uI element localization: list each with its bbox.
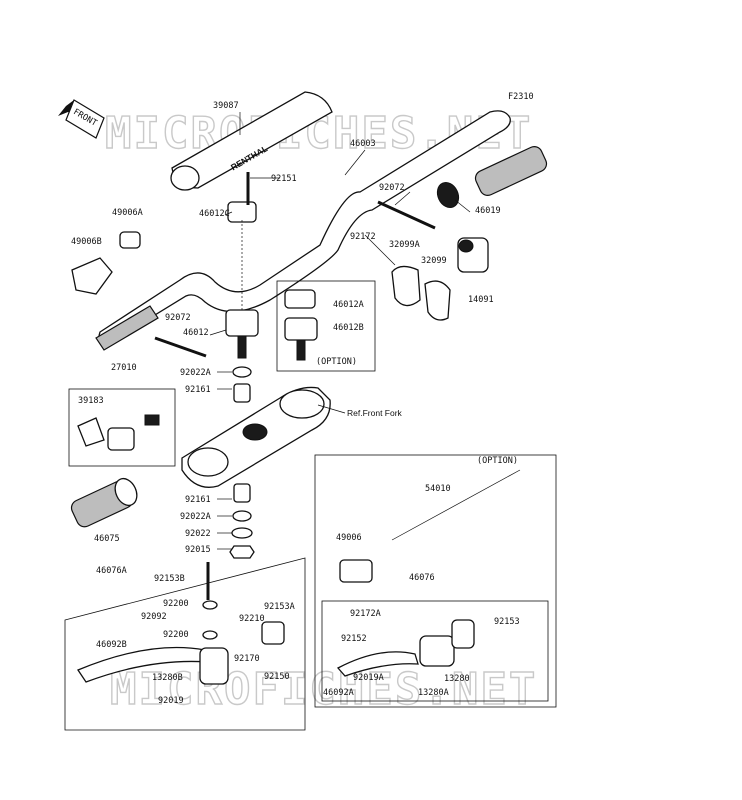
label-92019a: 92019A bbox=[353, 673, 384, 683]
label-32099: 32099 bbox=[421, 256, 447, 266]
throttle-housing bbox=[457, 237, 489, 273]
washer-92022 bbox=[231, 527, 253, 539]
label-92153: 92153 bbox=[494, 617, 520, 627]
label-46092a: 46092A bbox=[323, 688, 354, 698]
label-46076: 46076 bbox=[409, 573, 435, 583]
label-46012a: 46012A bbox=[333, 300, 364, 310]
label-92152: 92152 bbox=[341, 634, 367, 644]
label-14091: 14091 bbox=[468, 295, 494, 305]
label-92161: 92161 bbox=[185, 385, 211, 395]
label-92022: 92022 bbox=[185, 529, 211, 539]
label-92072: 92072 bbox=[379, 183, 405, 193]
washer-92022a-top bbox=[232, 366, 252, 378]
label-92200: 92200 bbox=[163, 599, 189, 609]
label-92170: 92170 bbox=[234, 654, 260, 664]
lever-box bbox=[64, 557, 306, 731]
washer-92022a-bottom bbox=[232, 510, 252, 522]
label-49006: 49006 bbox=[336, 533, 362, 543]
label-92161-b: 92161 bbox=[185, 495, 211, 505]
front-arrow-icon: FRONT bbox=[58, 99, 105, 139]
label-92210: 92210 bbox=[239, 614, 265, 624]
label-49006a: 49006A bbox=[112, 208, 143, 218]
option-box-perch bbox=[321, 600, 549, 702]
switch-assembly bbox=[77, 414, 160, 451]
label-46076a: 46076A bbox=[96, 566, 127, 576]
label-46019: 46019 bbox=[475, 206, 501, 216]
label-92200-b: 92200 bbox=[163, 630, 189, 640]
label-46012c: 46012C bbox=[199, 209, 230, 219]
label-92019: 92019 bbox=[158, 696, 184, 706]
hot-start-lever bbox=[339, 559, 373, 583]
label-92153b: 92153B bbox=[154, 574, 185, 584]
label-option-top: (OPTION) bbox=[316, 357, 357, 367]
label-ref-front-fork: Ref.Front Fork bbox=[347, 408, 403, 418]
label-46003: 46003 bbox=[350, 139, 376, 149]
clutch-lever-assembly bbox=[77, 562, 285, 685]
label-46075: 46075 bbox=[94, 534, 120, 544]
damper-92161-top bbox=[233, 383, 251, 403]
label-92072-left: 92072 bbox=[165, 313, 191, 323]
label-13280b: 13280B bbox=[152, 673, 183, 683]
handlebar bbox=[95, 110, 511, 351]
nut-92015 bbox=[229, 545, 255, 559]
label-option-right: (OPTION) bbox=[477, 456, 518, 466]
label-92022a-b: 92022A bbox=[180, 512, 211, 522]
option-box-holder bbox=[276, 280, 376, 372]
label-46092: 92092 bbox=[141, 612, 167, 622]
label-92022a: 92022A bbox=[180, 368, 211, 378]
handlebar-clamp-upper bbox=[227, 172, 257, 223]
handlebar-holder-lower bbox=[225, 220, 259, 359]
option-holder-parts bbox=[284, 289, 318, 361]
figure-code: F2310 bbox=[508, 92, 534, 102]
clutch-cable bbox=[391, 469, 521, 541]
label-46092b: 46092B bbox=[96, 640, 127, 650]
label-32099a: 32099A bbox=[389, 240, 420, 250]
triple-clamp bbox=[181, 386, 331, 488]
option-box-clutch bbox=[314, 454, 557, 708]
label-46012b: 46012B bbox=[333, 323, 364, 333]
label-92153a: 92153A bbox=[264, 602, 295, 612]
label-46012: 46012 bbox=[183, 328, 209, 338]
label-13280: 13280 bbox=[444, 674, 470, 684]
cable-tie-top bbox=[377, 200, 436, 230]
label-54010: 54010 bbox=[425, 484, 451, 494]
label-92172a: 92172A bbox=[350, 609, 381, 619]
damper-92161-bottom bbox=[233, 483, 251, 503]
throttle-grip bbox=[436, 146, 548, 209]
cable-tie-left bbox=[154, 336, 207, 358]
left-grip bbox=[70, 477, 138, 528]
label-39087: 39087 bbox=[213, 101, 239, 111]
label-92151: 92151 bbox=[271, 174, 297, 184]
label-92150: 92150 bbox=[264, 672, 290, 682]
throttle-clamp bbox=[364, 234, 451, 321]
label-49006b: 49006B bbox=[71, 237, 102, 247]
leader-lines bbox=[209, 112, 471, 550]
perch-parts-left bbox=[71, 231, 141, 295]
label-92172: 92172 bbox=[350, 232, 376, 242]
switch-box bbox=[68, 388, 176, 467]
label-39183: 39183 bbox=[78, 396, 104, 406]
label-27010: 27010 bbox=[111, 363, 137, 373]
part-labels: 39087 46003 92151 92072 46019 49006A 460… bbox=[71, 101, 520, 706]
label-92015: 92015 bbox=[185, 545, 211, 555]
clutch-lever-option bbox=[336, 619, 475, 677]
label-13280a: 13280A bbox=[418, 688, 449, 698]
